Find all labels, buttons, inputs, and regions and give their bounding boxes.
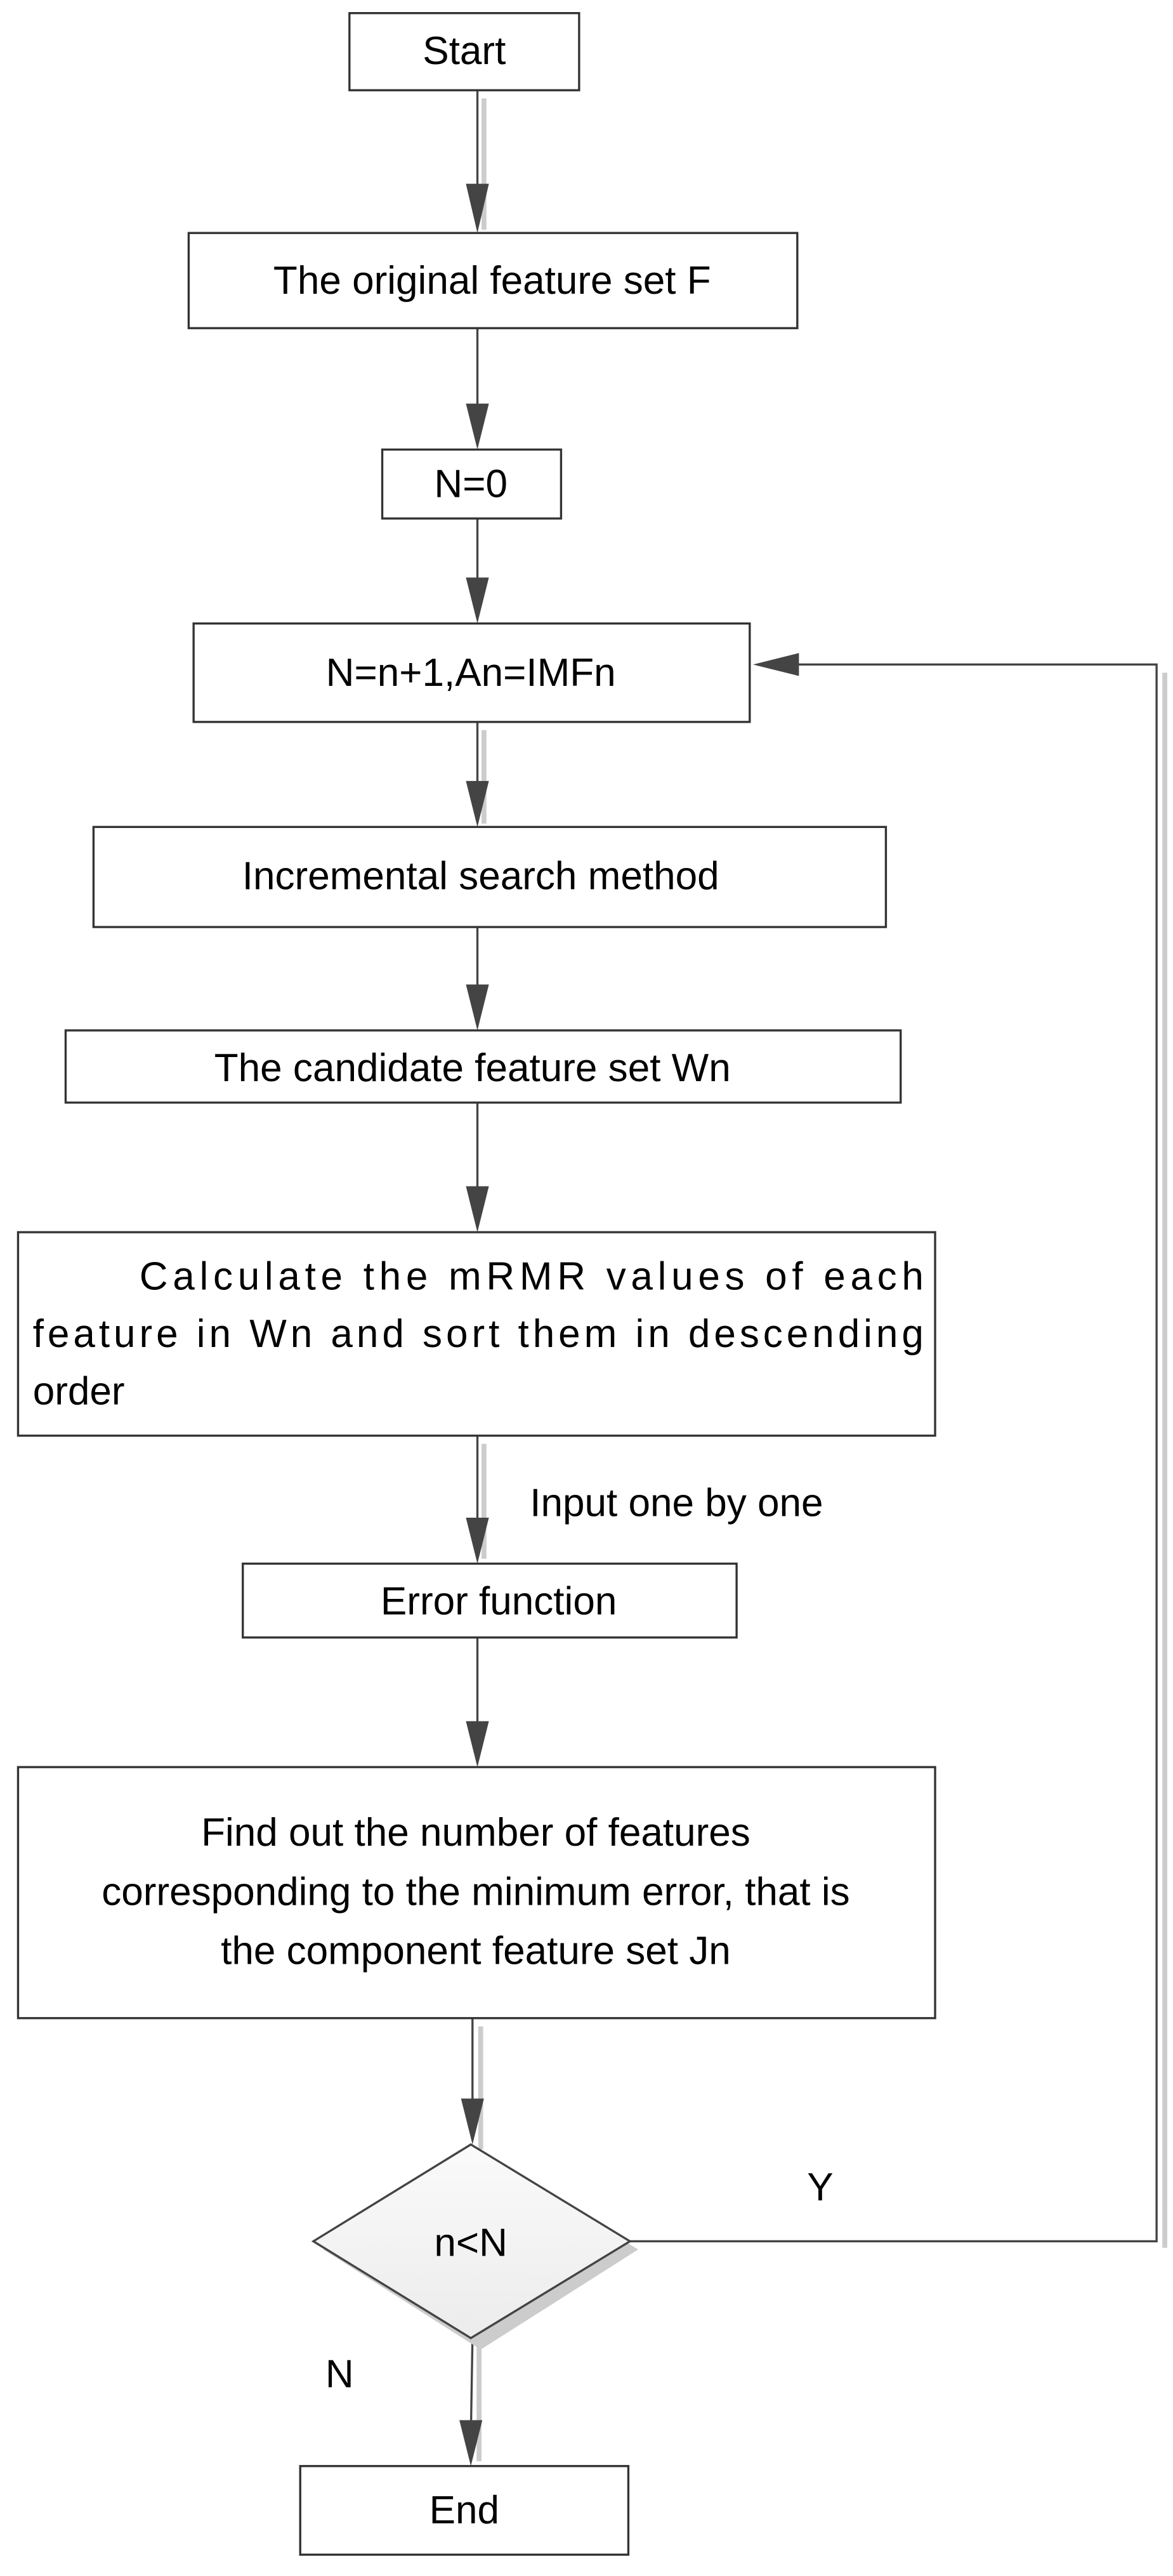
- decision-node: [311, 2143, 632, 2340]
- candidate-feature-set-label: The candidate feature set Wn: [214, 1046, 731, 1090]
- error-function-label: Error function: [381, 1580, 617, 1624]
- loop-back-arrow: [630, 653, 1167, 2248]
- find-out-line-2: corresponding to the minimum error, that…: [102, 1870, 849, 1914]
- end-node: [299, 2465, 630, 2556]
- arrow-findout-to-decision: [461, 2018, 484, 2150]
- yes-label: Y: [807, 2165, 833, 2209]
- original-feature-set-label: The original feature set F: [273, 259, 711, 303]
- no-label: N: [325, 2353, 354, 2396]
- arrow-decision-to-end: [459, 2338, 483, 2466]
- n-zero-node: [381, 448, 563, 520]
- increment-node: [192, 622, 751, 723]
- find-out-node: [16, 1766, 936, 2020]
- calculate-mrmr-node: [16, 1231, 936, 1437]
- n-zero-label: N=0: [434, 463, 508, 506]
- incremental-search-node: [92, 825, 888, 928]
- arrow-search-to-candidate: [466, 927, 489, 1030]
- original-feature-set-node: [187, 232, 799, 329]
- calculate-line-2: feature in Wn and sort them in descendin…: [33, 1312, 924, 1356]
- start-node: [348, 12, 580, 91]
- arrow-start-to-original: [466, 90, 489, 233]
- start-label: Start: [423, 29, 506, 73]
- decision-label: n<N: [434, 2221, 508, 2265]
- arrow-candidate-to-calculate: [466, 1102, 489, 1233]
- find-out-line-3: the component feature set Jn: [221, 1929, 731, 1973]
- calculate-line-3: order: [33, 1370, 125, 1414]
- arrow-calculate-to-error: [466, 1435, 489, 1564]
- increment-label: N=n+1,An=IMFn: [326, 651, 616, 695]
- end-label: End: [429, 2488, 499, 2532]
- arrow-error-to-findout: [466, 1637, 489, 1768]
- input-one-by-one-label: Input one by one: [530, 1481, 823, 1525]
- find-out-line-1: Find out the number of features: [201, 1811, 750, 1855]
- error-function-node: [242, 1562, 738, 1639]
- connectors: [459, 90, 1167, 2466]
- calculate-line-1: Calculate the mRMR values of each: [140, 1255, 924, 1299]
- arrow-n0-to-increment: [466, 518, 489, 624]
- incremental-search-label: Incremental search method: [242, 855, 719, 898]
- arrow-original-to-n0: [466, 328, 489, 450]
- arrow-increment-to-search: [466, 721, 489, 827]
- candidate-feature-set-node: [64, 1029, 902, 1104]
